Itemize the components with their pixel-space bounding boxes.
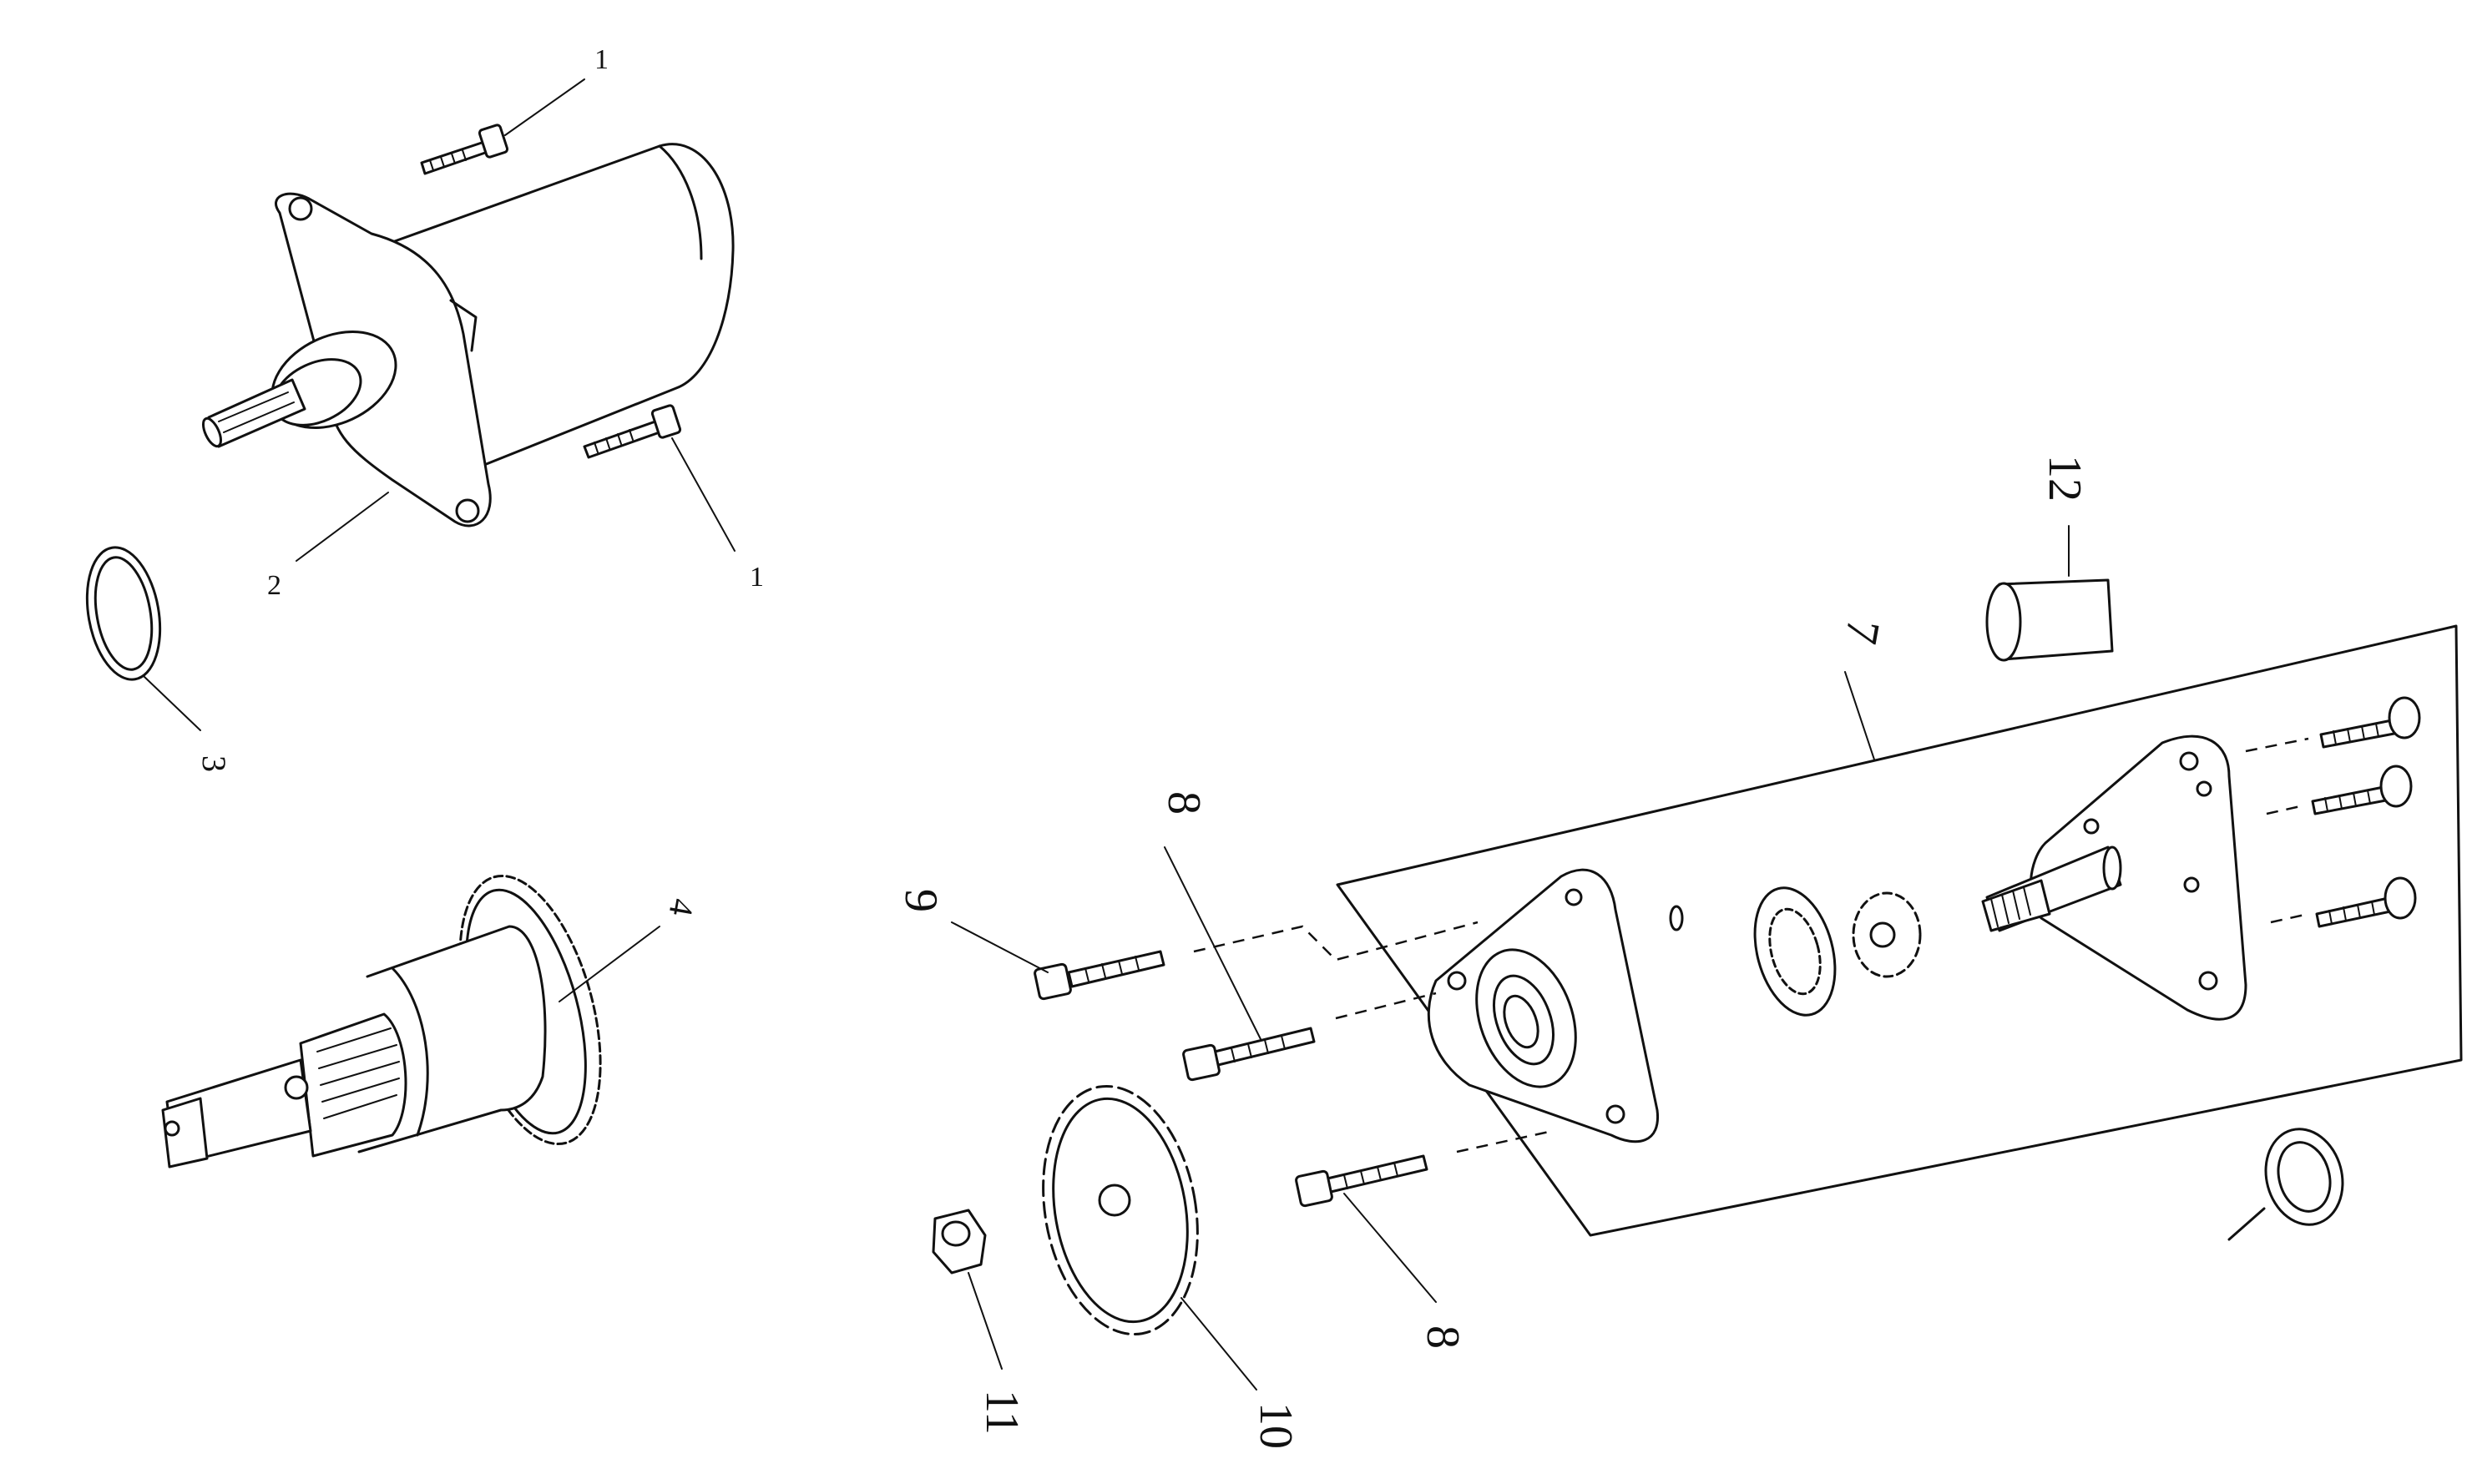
bolt-top (420, 124, 509, 175)
bolt-8-upper (1182, 1027, 1316, 1082)
leader-line-4 (559, 926, 660, 1002)
leader-line-8-top (1164, 846, 1261, 1040)
leader-line-3 (143, 675, 201, 731)
callout-12: 12 (2039, 455, 2090, 502)
callout-10: 10 (1250, 1402, 1302, 1449)
screw-right-middle (2311, 765, 2413, 815)
callout-3: 3 (195, 755, 233, 772)
bolt-9 (1034, 950, 1165, 1001)
starter-motor (201, 143, 735, 527)
callout-9: 9 (895, 889, 947, 912)
bolt-8-lower (1295, 1154, 1428, 1208)
idler-gear (1852, 891, 1922, 978)
leader-line-11 (968, 1272, 1003, 1370)
nut (932, 1209, 987, 1275)
leader-line-7 (1844, 671, 1875, 760)
callout-8-top: 8 (1158, 791, 1210, 815)
mounting-plate-left (1427, 868, 1684, 1143)
mounting-plate-right (1981, 734, 2247, 1021)
o-ring (85, 546, 162, 681)
sprocket (1042, 1084, 1199, 1336)
leader-line-2 (296, 492, 389, 562)
assembly-boundary (1336, 624, 2463, 1237)
screw-right-top (2319, 696, 2421, 749)
idler-bearing (1753, 886, 1837, 1017)
callout-8-bottom: 8 (1417, 1325, 1469, 1349)
leader-line-10 (1180, 1297, 1257, 1391)
callout-7: 7 (1834, 616, 1889, 648)
washer (2264, 1128, 2344, 1226)
bolt-right (583, 404, 682, 459)
callout-1-top: 1 (594, 44, 609, 75)
callout-2: 2 (267, 570, 281, 601)
leader-line-9 (951, 921, 1049, 973)
leader-line-8-bottom (1343, 1193, 1437, 1303)
callout-11: 11 (976, 1390, 1028, 1435)
screw-right-bottom (2315, 876, 2417, 928)
callout-1-right: 1 (750, 562, 764, 593)
callout-4: 4 (662, 896, 702, 919)
leader-line-1-top (504, 78, 585, 136)
starter-clutch-gear (161, 874, 602, 1169)
bushing (1985, 578, 2114, 662)
leader-line-1-right (671, 437, 736, 552)
